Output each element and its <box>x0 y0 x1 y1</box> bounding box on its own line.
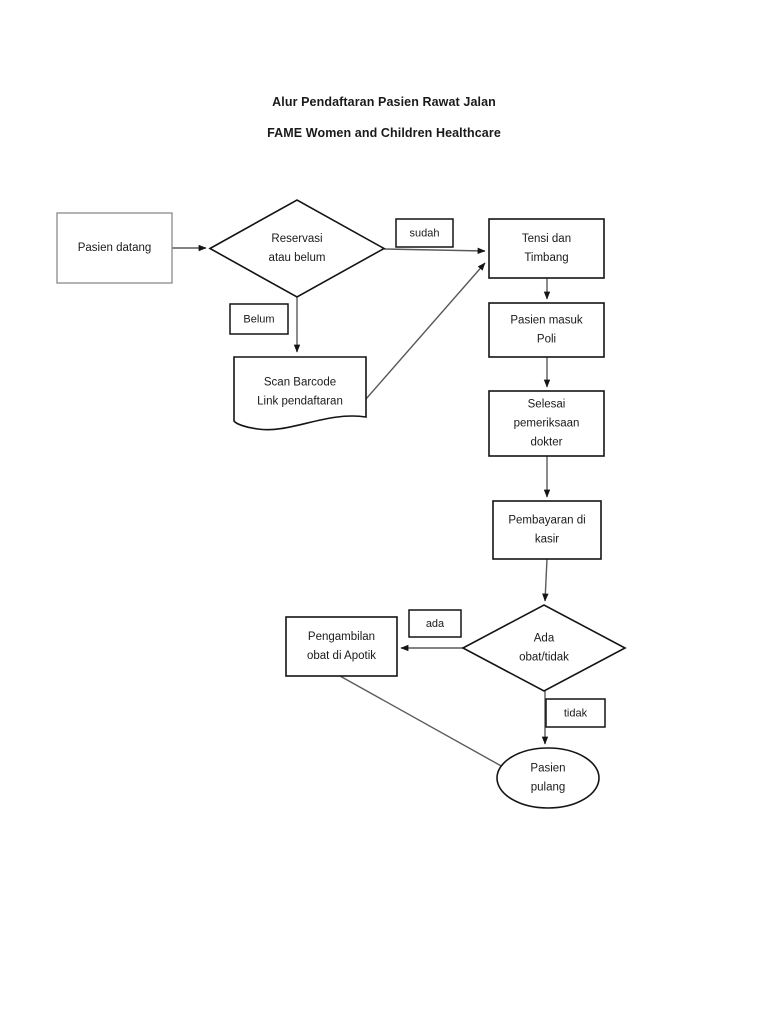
document-title-line-1: Alur Pendaftaran Pasien Rawat Jalan <box>272 95 496 109</box>
edge-label-box-sudah <box>395 218 454 248</box>
node-label-ada-obat: Ada <box>534 633 555 645</box>
node-selesai-periksa: Selesai pemeriksaan dokter <box>488 390 605 457</box>
node-pasien-pulang: Pasien pulang <box>496 747 600 809</box>
edge-label-text-sudah: sudah <box>410 227 440 239</box>
connector-pengambilan-obat-to-pasien-pulang <box>339 675 513 773</box>
node-pasien-datang: Pasien datang <box>56 212 173 284</box>
node-label-pengambilan-obat: Pengambilan <box>308 631 375 643</box>
edge-label-sudah: sudah <box>395 218 454 248</box>
node-shape-ellipse <box>496 747 600 809</box>
edge-label-ada: ada <box>408 609 462 638</box>
node-label-pasien-masuk-poli: Pasien masuk <box>510 315 582 327</box>
edge-label-text-ada: ada <box>426 618 445 630</box>
connector-reservasi-to-tensi-timbang <box>383 247 486 255</box>
node-label-pengambilan-obat: obat di Apotik <box>307 650 376 662</box>
connector-scan-barcode-to-tensi-timbang <box>365 262 486 400</box>
node-label-ada-obat: obat/tidak <box>519 652 569 664</box>
node-shape-diamond <box>461 604 627 692</box>
node-label-pasien-pulang: pulang <box>531 782 566 794</box>
node-label-reservasi: Reservasi <box>271 233 322 245</box>
node-pembayaran: Pembayaran di kasir <box>492 500 602 560</box>
node-label-reservasi: atau belum <box>269 252 326 264</box>
edge-label-box-ada <box>408 609 462 638</box>
node-label-selesai-periksa: pemeriksaan <box>514 418 580 430</box>
document-subtitle-line-2: FAME Women and Children Healthcare <box>267 126 501 140</box>
node-shape-rect <box>488 302 605 358</box>
node-shape-diamond <box>208 199 386 298</box>
node-reservasi: Reservasi atau belum <box>208 199 386 298</box>
node-label-tensi-timbang: Tensi dan <box>522 233 571 245</box>
edge-label-box-tidak <box>545 698 606 728</box>
edge-label-box-belum <box>229 303 289 335</box>
node-label-scan-barcode: Link pendaftaran <box>257 396 343 408</box>
node-ada-obat: Ada obat/tidak <box>461 604 627 692</box>
edge-label-belum: Belum <box>229 303 289 335</box>
node-label-tensi-timbang: Timbang <box>524 252 568 264</box>
edge-label-text-belum: Belum <box>243 313 274 325</box>
node-label-pembayaran: kasir <box>535 534 559 546</box>
node-shape-rect <box>492 500 602 560</box>
node-pengambilan-obat: Pengambilan obat di Apotik <box>285 616 398 677</box>
edge-label-tidak: tidak <box>545 698 606 728</box>
node-shape-rect <box>285 616 398 677</box>
node-label-scan-barcode: Scan Barcode <box>264 377 336 389</box>
node-label-selesai-periksa: dokter <box>531 437 563 449</box>
node-label-pasien-pulang: Pasien <box>530 763 565 775</box>
node-shape-rect <box>56 212 173 284</box>
edge-label-text-tidak: tidak <box>564 707 588 719</box>
node-label-pembayaran: Pembayaran di <box>508 515 585 527</box>
node-shape-rect <box>488 390 605 457</box>
node-shape-document <box>233 356 367 431</box>
node-label-pasien-datang: Pasien datang <box>78 242 152 254</box>
node-label-selesai-periksa: Selesai <box>528 399 566 411</box>
node-shape-rect <box>488 218 605 279</box>
edges-layer <box>172 244 551 773</box>
connector-pembayaran-to-ada-obat <box>542 558 549 602</box>
node-label-pasien-masuk-poli: Poli <box>537 334 556 346</box>
